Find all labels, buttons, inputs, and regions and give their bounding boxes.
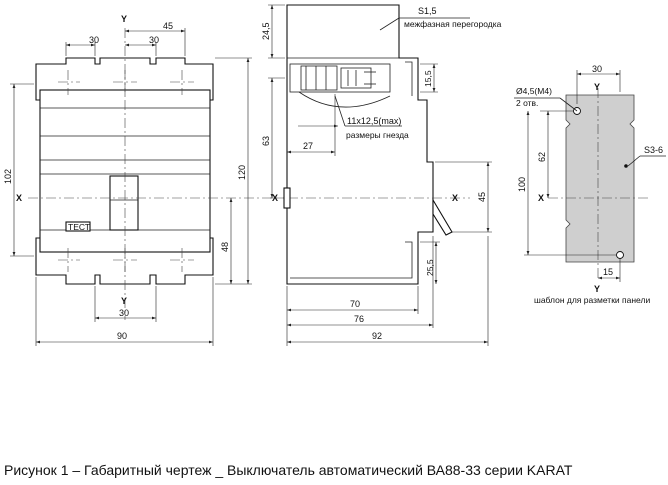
front-dim-30-right: 30: [149, 35, 159, 45]
test-button-label: ТЕСТ: [68, 222, 90, 232]
front-axis-y-bottom: Y: [121, 296, 127, 306]
side-dim-92: 92: [372, 331, 382, 341]
socket-size: 11x12,5(max): [347, 116, 401, 126]
partition-spec: S1,5: [418, 6, 437, 16]
front-dim-120: 120: [237, 165, 247, 180]
socket-note: размеры гнезда: [346, 130, 409, 140]
front-view: ТЕСТ Y Y X 30 30 45 102 120: [3, 14, 290, 346]
template-thickness: S3-6: [644, 145, 663, 155]
side-dim-63: 63: [261, 136, 271, 146]
template-view: Y Y X 30 Ø4,5(M4) 2 отв. 62 100 S3-6 15 …: [514, 64, 666, 305]
side-dim-76: 76: [354, 314, 364, 324]
side-dim-45: 45: [477, 192, 487, 202]
front-dim-45: 45: [163, 21, 173, 31]
front-dim-48: 48: [220, 242, 230, 252]
figure-caption: Рисунок 1 – Габаритный чертеж _ Выключат…: [4, 462, 573, 478]
side-axis-x: X: [452, 193, 458, 203]
front-dim-90: 90: [117, 331, 127, 341]
template-dim-62: 62: [537, 152, 547, 162]
side-dim-27: 27: [303, 141, 313, 151]
front-axis-x: X: [16, 193, 22, 203]
hole-count: 2 отв.: [516, 98, 538, 108]
front-dim-30-left: 30: [89, 35, 99, 45]
front-dim-bottom-30: 30: [119, 308, 129, 318]
template-axis-y-bottom: Y: [594, 284, 600, 294]
side-axis-x-left: X: [272, 193, 278, 203]
partition-note: межфазная перегородка: [404, 19, 502, 29]
front-axis-y-top: Y: [121, 14, 127, 24]
template-axis-y-top: Y: [594, 82, 600, 92]
side-dim-24-5: 24,5: [261, 22, 271, 40]
template-caption: шаблон для разметки панели: [534, 295, 650, 305]
hole-spec: Ø4,5(M4): [516, 86, 552, 96]
side-dim-15-5: 15,5: [423, 70, 433, 87]
side-dim-70: 70: [350, 299, 360, 309]
side-view: X X 24,5 63 S1,5 межфазная перегородка 1…: [261, 4, 502, 346]
template-dim-100: 100: [517, 177, 527, 192]
template-axis-x: X: [538, 193, 544, 203]
template-dim-30: 30: [592, 64, 602, 74]
template-dim-15: 15: [603, 267, 613, 277]
front-dim-102: 102: [3, 169, 13, 184]
side-dim-25-5: 25,5: [425, 259, 435, 276]
